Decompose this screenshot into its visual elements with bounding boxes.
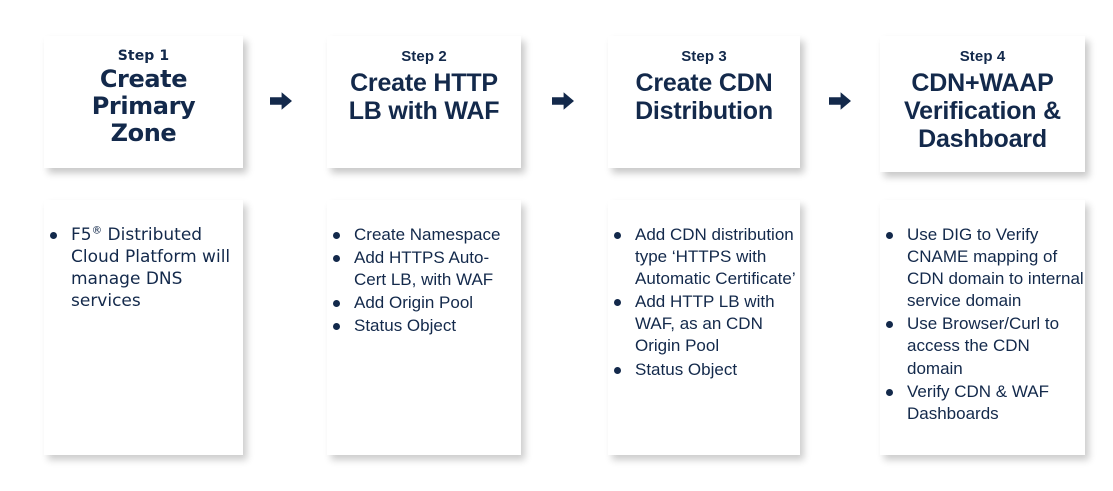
bullet-dot-icon [333,300,340,308]
bullet-text: Verify CDN & WAF Dashboards [907,381,1049,423]
list-item: Use Browser/Curl to access the CDN domai… [880,313,1085,379]
step-4-body-card[interactable]: Use DIG to Verify CNAME mapping of CDN d… [880,200,1085,455]
bullet-dot-icon [333,255,340,263]
step-3-body-card[interactable]: Add CDN distribution type ‘HTTPS with Au… [608,200,800,455]
bullet-text: Status Object [354,316,457,336]
bullet-text-post: Distributed Cloud Platform will manage D… [71,225,231,312]
step-1-header-card[interactable]: Step 1 Create Primary Zone [44,36,243,168]
step-4-title-line-1: CDN+WAAP [911,68,1054,97]
bullet-text: Add CDN distribution type ‘HTTPS with Au… [635,225,796,289]
list-item: Status Object [608,359,800,381]
bullet-text: Use Browser/Curl to access the CDN domai… [907,314,1060,378]
step-2-title-line-2: LB with WAF [348,96,500,125]
list-item: Add CDN distribution type ‘HTTPS with Au… [608,224,800,290]
bullet-dot-icon [614,299,621,307]
step-4-header-card[interactable]: Step 4 CDN+WAAP Verification & Dashboard [880,36,1085,172]
registered-trademark-mark: ® [91,224,103,237]
bullet-dot-icon [614,366,621,374]
bullet-dot-icon [333,323,340,331]
bullet-dot-icon [886,232,893,239]
bullet-dot-icon [886,321,893,329]
step-1-title-line-1: Create [99,65,188,94]
bullet-text: F5® Distributed Cloud Platform will mana… [71,224,243,312]
bullet-text-pre: F5 [71,225,92,245]
list-item: Create Namespace [327,224,521,246]
step-1-bullet-list: F5® Distributed Cloud Platform will mana… [44,200,243,312]
step-3-header-card[interactable]: Step 3 Create CDN Distribution [608,36,800,168]
bullet-dot-icon [614,232,621,239]
list-item: Use DIG to Verify CNAME mapping of CDN d… [880,224,1085,312]
step-3-bullet-list: Add CDN distribution type ‘HTTPS with Au… [608,200,800,381]
step-1-title-line-2: Primary [91,92,196,121]
step-column-2: Step 2 Create HTTP LB with WAF Create Na… [327,0,521,491]
step-column-1: Step 1 Create Primary Zone F5® Distribut… [44,0,243,491]
arrow-step3-to-step4 [827,88,853,114]
bullet-text: Add Origin Pool [354,293,474,313]
step-2-label: Step 2 [401,48,447,65]
list-item: Add HTTPS Auto-Cert LB, with WAF [327,247,521,291]
bullet-text: Use DIG to Verify CNAME mapping of CDN d… [907,225,1084,311]
arrow-step2-to-step3 [550,88,576,114]
step-3-title-line-2: Distribution [635,96,773,125]
step-1-label: Step 1 [117,48,170,64]
step-2-bullet-list: Create Namespace Add HTTPS Auto-Cert LB,… [327,200,521,337]
bullet-text: Add HTTP LB with WAF, as an CDN Origin P… [635,292,775,356]
bullet-text: Create Namespace [354,225,501,244]
list-item: F5® Distributed Cloud Platform will mana… [44,224,243,312]
list-item: Status Object [327,315,521,337]
step-2-title-line-1: Create HTTP [350,68,498,97]
step-4-label: Step 4 [959,48,1006,65]
step-4-title-line-3: Dashboard [918,124,1047,153]
step-2-title: Create HTTP LB with WAF [349,69,500,125]
bullet-dot-icon [50,232,57,239]
step-3-title-line-1: Create CDN [635,68,773,97]
step-3-label: Step 3 [681,48,727,65]
arrow-step1-to-step2 [268,88,294,114]
bullet-dot-icon [333,232,340,239]
list-item: Add Origin Pool [327,292,521,314]
bullet-text: Status Object [635,359,738,379]
list-item: Verify CDN & WAF Dashboards [880,381,1085,425]
step-1-body-card[interactable]: F5® Distributed Cloud Platform will mana… [44,200,243,455]
step-column-4: Step 4 CDN+WAAP Verification & Dashboard… [880,0,1085,491]
step-4-title-line-2: Verification & [904,96,1061,125]
step-4-title: CDN+WAAP Verification & Dashboard [904,69,1061,153]
step-1-title-line-3: Zone [110,119,177,148]
list-item: Add HTTP LB with WAF, as an CDN Origin P… [608,291,800,357]
step-1-title: Create Primary Zone [92,66,196,147]
step-2-header-card[interactable]: Step 2 Create HTTP LB with WAF [327,36,521,168]
step-3-title: Create CDN Distribution [635,69,773,125]
step-2-body-card[interactable]: Create Namespace Add HTTPS Auto-Cert LB,… [327,200,521,455]
step-column-3: Step 3 Create CDN Distribution Add CDN d… [608,0,800,491]
bullet-dot-icon [886,388,893,396]
step-4-bullet-list: Use DIG to Verify CNAME mapping of CDN d… [880,200,1085,425]
bullet-text: Add HTTPS Auto-Cert LB, with WAF [354,248,494,290]
